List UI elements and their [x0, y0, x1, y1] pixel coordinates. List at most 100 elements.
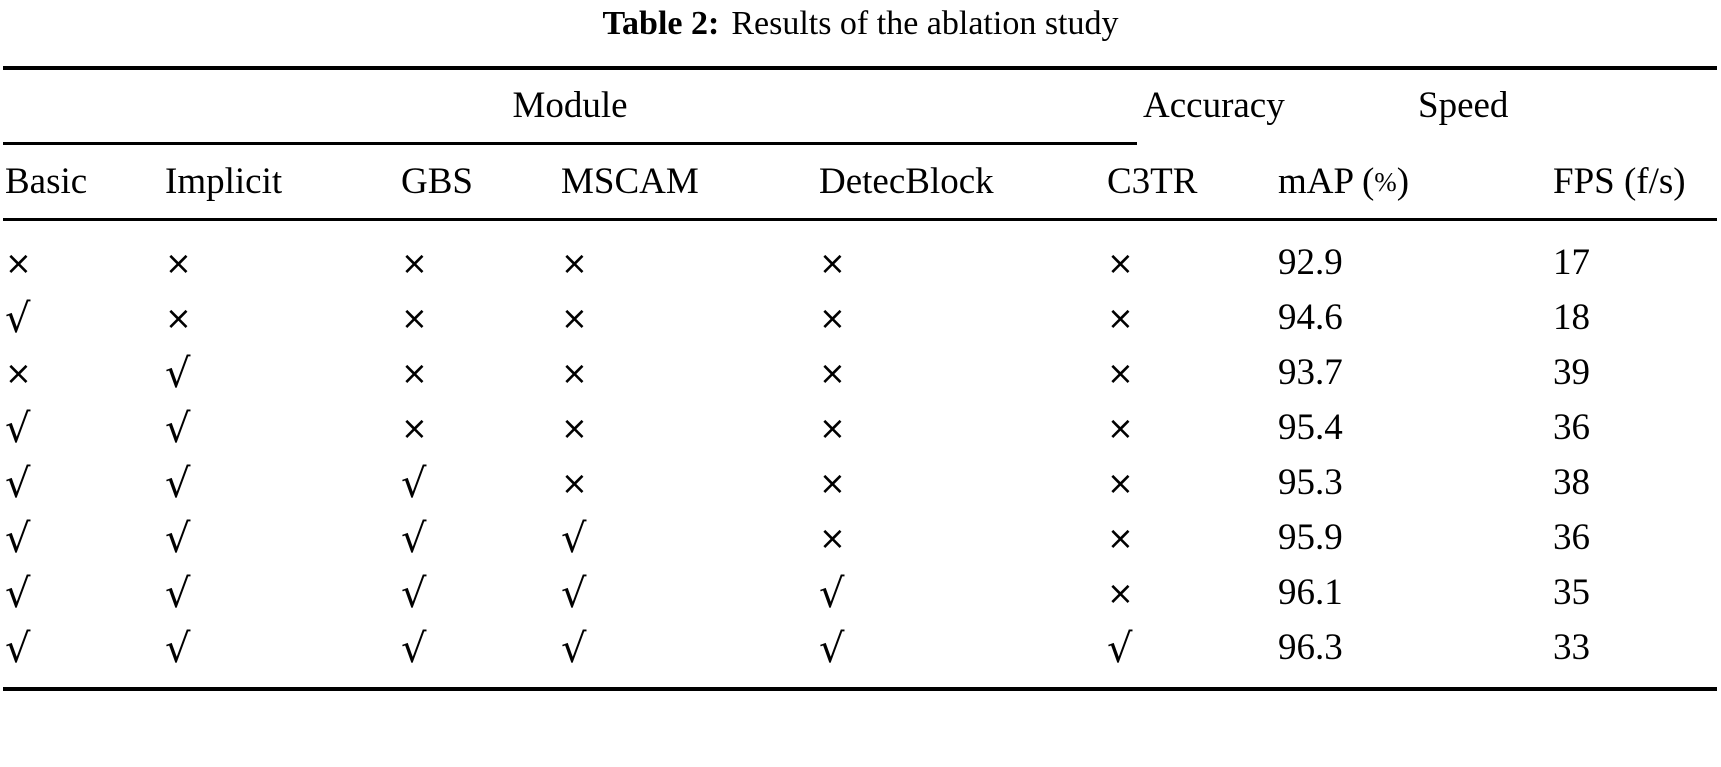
cross-icon: ×	[1107, 299, 1134, 337]
cell-detecblock: ×	[817, 345, 1105, 401]
cell-mscam: ×	[559, 235, 817, 291]
check-icon: √	[165, 571, 191, 617]
cross-icon: ×	[561, 409, 588, 447]
cross-icon: ×	[165, 244, 192, 282]
column-header-detecblock: DetecBlock	[819, 161, 994, 202]
check-icon: √	[401, 626, 427, 672]
cross-icon: ×	[819, 519, 846, 557]
cell-mscam: ×	[559, 290, 817, 346]
cell-fps: 35	[1553, 572, 1590, 613]
cell-map: 92.9	[1278, 242, 1343, 283]
cell-gbs: ×	[399, 400, 559, 456]
group-header-accuracy: Accuracy	[1143, 85, 1285, 126]
cell-gbs: √	[399, 565, 559, 621]
cell-implicit: √	[163, 400, 399, 456]
table-row: √ √ √ √ √ √ 96.3 33	[3, 620, 1717, 675]
cell-implicit: ×	[163, 290, 399, 346]
cell-fps: 39	[1553, 352, 1590, 393]
cell-basic: ×	[3, 345, 163, 401]
check-icon: √	[819, 571, 845, 617]
check-icon: √	[1107, 626, 1133, 672]
cell-mscam: √	[559, 620, 817, 676]
cross-icon: ×	[561, 244, 588, 282]
cell-gbs: ×	[399, 235, 559, 291]
cell-fps: 38	[1553, 462, 1590, 503]
cell-mscam: ×	[559, 455, 817, 511]
cell-c3tr: ×	[1105, 455, 1272, 511]
check-icon: √	[5, 461, 31, 507]
cell-detecblock: ×	[817, 290, 1105, 346]
caption-label: Table 2:	[602, 5, 720, 42]
cell-map: 96.3	[1278, 627, 1343, 668]
map-header-prefix: mAP (	[1278, 161, 1375, 202]
cell-implicit: √	[163, 455, 399, 511]
cell-basic: √	[3, 565, 163, 621]
cross-icon: ×	[1107, 354, 1134, 392]
column-header-row: Basic Implicit GBS MSCAM DetecBlock C3TR…	[3, 145, 1717, 218]
cell-c3tr: ×	[1105, 510, 1272, 566]
cross-icon: ×	[5, 244, 32, 282]
cell-implicit: √	[163, 565, 399, 621]
cross-icon: ×	[819, 244, 846, 282]
cell-c3tr: ×	[1105, 565, 1272, 621]
module-span-rule	[3, 142, 1137, 145]
table-caption: Table 2: Results of the ablation study	[0, 2, 1721, 46]
cell-detecblock: √	[817, 565, 1105, 621]
column-header-fps: FPS (f/s)	[1553, 161, 1686, 202]
cell-implicit: ×	[163, 235, 399, 291]
cross-icon: ×	[401, 354, 428, 392]
check-icon: √	[561, 626, 587, 672]
cell-map: 96.1	[1278, 572, 1343, 613]
cell-fps: 18	[1553, 297, 1590, 338]
check-icon: √	[5, 626, 31, 672]
cell-detecblock: ×	[817, 510, 1105, 566]
cell-basic: ×	[3, 235, 163, 291]
check-icon: √	[561, 571, 587, 617]
cell-gbs: ×	[399, 345, 559, 401]
check-icon: √	[5, 571, 31, 617]
cell-mscam: √	[559, 510, 817, 566]
column-header-implicit: Implicit	[165, 161, 283, 202]
cell-fps: 36	[1553, 517, 1590, 558]
check-icon: √	[401, 516, 427, 562]
column-header-basic: Basic	[5, 161, 88, 202]
check-icon: √	[401, 461, 427, 507]
check-icon: √	[165, 516, 191, 562]
check-icon: √	[165, 406, 191, 452]
cell-basic: √	[3, 510, 163, 566]
cell-implicit: √	[163, 620, 399, 676]
check-icon: √	[561, 516, 587, 562]
check-icon: √	[5, 516, 31, 562]
cross-icon: ×	[1107, 464, 1134, 502]
check-icon: √	[165, 626, 191, 672]
table-top-rule	[3, 66, 1717, 70]
cross-icon: ×	[401, 244, 428, 282]
cell-implicit: √	[163, 510, 399, 566]
cell-basic: √	[3, 400, 163, 456]
cross-icon: ×	[5, 354, 32, 392]
cell-detecblock: ×	[817, 400, 1105, 456]
cell-map: 95.9	[1278, 517, 1343, 558]
check-icon: √	[819, 626, 845, 672]
group-header-row: Module Accuracy Speed	[3, 70, 1717, 142]
cell-fps: 36	[1553, 407, 1590, 448]
cross-icon: ×	[401, 409, 428, 447]
cell-basic: √	[3, 620, 163, 676]
caption-text: Results of the ablation study	[731, 5, 1119, 42]
table-bottom-rule	[3, 687, 1717, 691]
table-row: √ √ × × × × 95.4 36	[3, 400, 1717, 455]
header-bottom-rule	[3, 218, 1717, 221]
cross-icon: ×	[819, 299, 846, 337]
cross-icon: ×	[165, 299, 192, 337]
check-icon: √	[401, 571, 427, 617]
cell-mscam: ×	[559, 345, 817, 401]
cell-basic: √	[3, 455, 163, 511]
cross-icon: ×	[1107, 519, 1134, 557]
cell-gbs: √	[399, 620, 559, 676]
group-header-module: Module	[512, 85, 628, 126]
cell-detecblock: √	[817, 620, 1105, 676]
cross-icon: ×	[561, 299, 588, 337]
cell-gbs: ×	[399, 290, 559, 346]
cross-icon: ×	[819, 354, 846, 392]
